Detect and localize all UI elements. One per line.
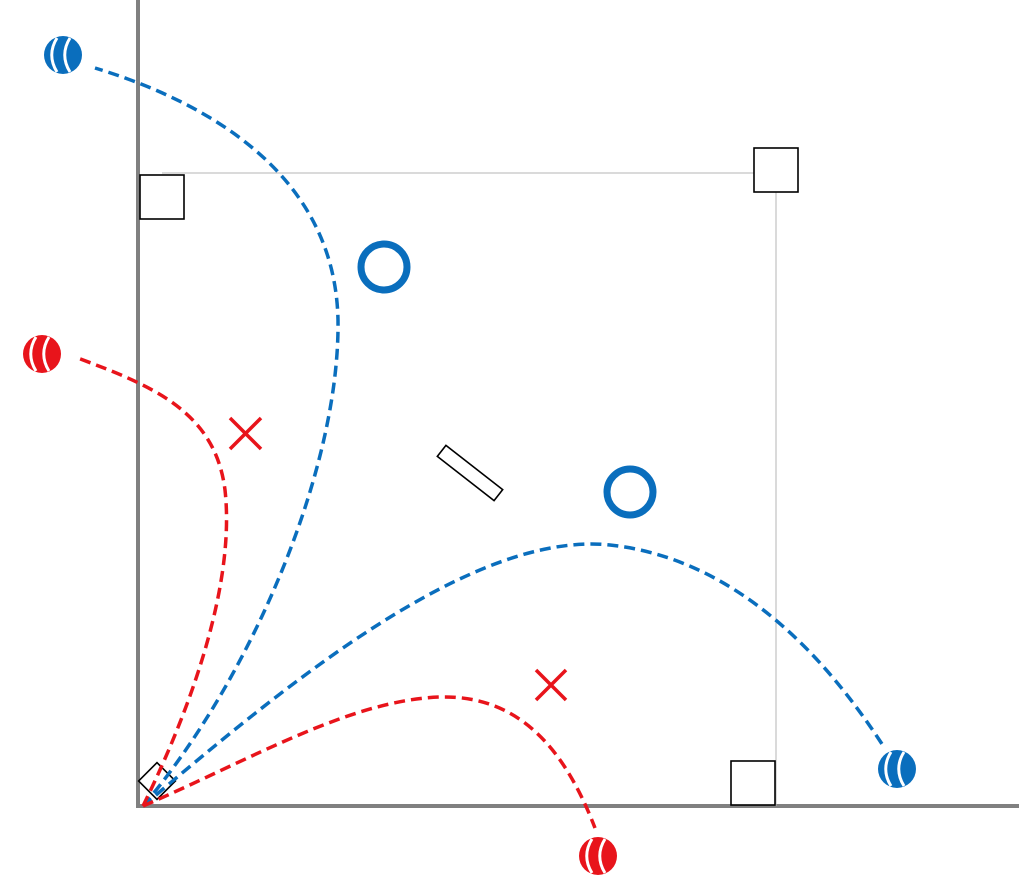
- cross-icon: [228, 416, 263, 451]
- third-base: [139, 174, 185, 220]
- cross-icon: [534, 668, 568, 702]
- baseball-icon: [44, 36, 82, 74]
- home-plate: [137, 761, 177, 801]
- trajectory-bad-left: [74, 355, 229, 807]
- first-base: [730, 760, 776, 806]
- trajectory-bad-right: [142, 695, 597, 829]
- baseball-icon: [579, 837, 617, 875]
- circle-icon: [357, 240, 411, 294]
- trajectory-good-left: [94, 66, 340, 808]
- pitcher-rubber: [436, 444, 504, 502]
- trajectory-good-right: [141, 542, 884, 808]
- baseball-icon: [878, 750, 916, 788]
- baseball-icon: [23, 335, 61, 373]
- second-base: [753, 147, 799, 193]
- circle-icon: [603, 465, 657, 519]
